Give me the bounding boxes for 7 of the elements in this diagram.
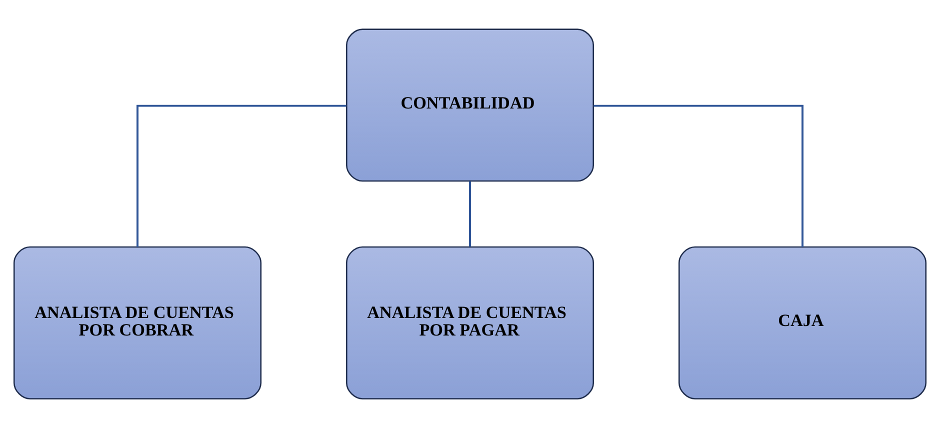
connector — [136, 104, 346, 247]
node-box: CAJA — [678, 246, 927, 400]
connector — [469, 181, 471, 247]
node-box: ANALISTA DE CUENTAS POR PAGAR — [346, 246, 594, 400]
node-box: ANALISTA DE CUENTAS POR COBRAR — [13, 246, 262, 400]
node-box: CONTABILIDAD — [346, 28, 594, 182]
connector — [594, 104, 804, 247]
